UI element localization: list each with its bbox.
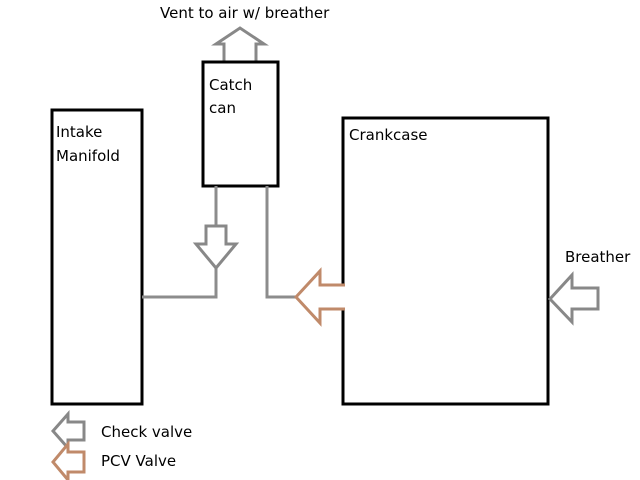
pipe-check-valve-to-manifold [142, 262, 218, 299]
legend: Check valve PCV Valve [50, 410, 192, 480]
breather-check-valve-icon [547, 271, 600, 326]
pipes [142, 186, 296, 299]
vent-label: Vent to air w/ breather [160, 4, 330, 22]
legend-pcv-valve-icon [51, 439, 86, 480]
intake-manifold-label-line1: Intake [56, 123, 102, 141]
breather-label: Breather [565, 248, 631, 266]
catch-can-label-line2: can [209, 99, 236, 117]
pipe-catchcan-to-pcv [265, 186, 296, 299]
legend-check-valve-icon [50, 410, 86, 452]
legend-check-valve-label: Check valve [101, 423, 192, 441]
intake-manifold-label-line2: Manifold [56, 147, 120, 165]
legend-pcv-valve-label: PCV Valve [101, 452, 176, 470]
catch-can-box [201, 60, 280, 188]
crankcase-label: Crankcase [349, 126, 428, 144]
vent-check-valve-icon [211, 26, 269, 62]
catch-can-label-line1: Catch [209, 76, 252, 94]
down-check-valve-icon [192, 224, 240, 271]
crankcase-box [341, 116, 550, 406]
intake-manifold-box [50, 108, 144, 406]
pcv-valve-icon [293, 267, 345, 327]
